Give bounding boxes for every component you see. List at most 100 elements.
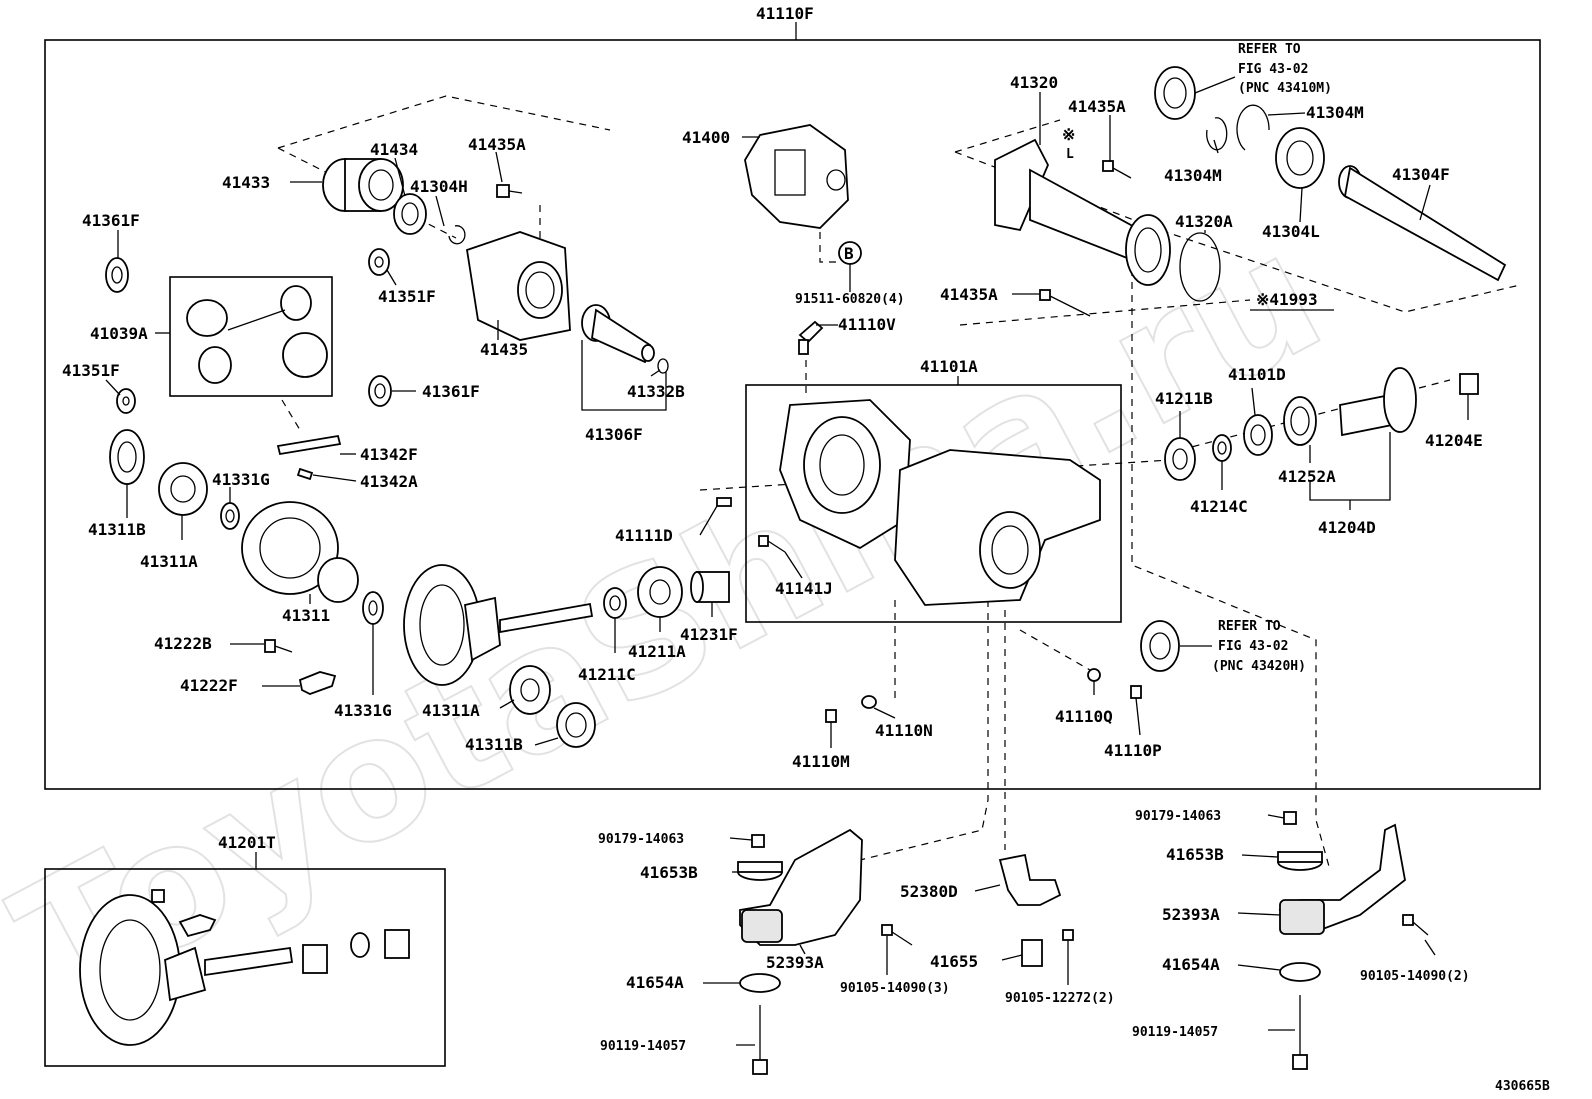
label-41435a-r2: 41435A — [940, 285, 998, 304]
label-41110m: 41110M — [792, 752, 850, 771]
part-52380d-damper — [998, 853, 1062, 906]
label-41222f: 41222F — [180, 676, 238, 695]
part-41655-collar — [1021, 939, 1043, 967]
label-90179-right: 90179-14063 — [1135, 809, 1221, 824]
part-41320a-o-ring — [1179, 232, 1221, 302]
part-41214c-washer — [1212, 434, 1232, 462]
refer-note-43420h: REFER TO FIG 43-02 (PNC 43420H) — [1212, 619, 1306, 674]
part-drive-pinion — [464, 596, 594, 662]
part-41434-needle-bearing — [393, 193, 427, 235]
part-52393a-mount-right — [1278, 823, 1406, 935]
label-41304m-1: 41304M — [1164, 166, 1222, 185]
case-subassembly-frame — [745, 384, 1122, 623]
part-front-case-half — [779, 399, 911, 550]
label-41311b-lower: 41311B — [465, 735, 523, 754]
svg-text:B: B — [844, 244, 854, 263]
l-mark: L — [1066, 147, 1074, 162]
part-41304m-snap-ring-1 — [1206, 117, 1228, 151]
label-41110q: 41110Q — [1055, 707, 1113, 726]
label-41231f: 41231F — [680, 625, 738, 644]
part-90105-12272-bolt — [1062, 929, 1074, 965]
svg-text:(PNC 43420H): (PNC 43420H) — [1212, 659, 1306, 674]
part-41039a-pinion-gears — [186, 285, 328, 384]
label-41311b-left: 41311B — [88, 520, 146, 539]
part-41435a-bolt-right2 — [1039, 289, 1091, 317]
label-41331g-lower: 41331G — [334, 701, 392, 720]
part-rear-case-half — [894, 449, 1101, 606]
part-90105-bolt-3 — [881, 924, 913, 946]
svg-text:(PNC 43410M): (PNC 43410M) — [1238, 81, 1332, 96]
label-41311: 41311 — [282, 606, 330, 625]
part-90179-nut-right — [1283, 811, 1297, 825]
part-41331g-washer-lower — [362, 591, 384, 625]
label-41211c: 41211C — [578, 665, 636, 684]
label-41653b-right: 41653B — [1166, 845, 1224, 864]
label-52393a-left: 52393A — [766, 953, 824, 972]
label-41435: 41435 — [480, 340, 528, 359]
part-41653b-cushion-right — [1277, 851, 1323, 871]
part-41351f-washer-left — [116, 388, 136, 414]
part-41222b-bolt — [264, 639, 293, 653]
part-41320-extension-housing — [994, 138, 1171, 286]
svg-text:FIG 43-02: FIG 43-02 — [1238, 62, 1308, 77]
label-41101a: 41101A — [920, 357, 978, 376]
part-41435a-bolt-right1 — [1102, 160, 1132, 179]
label-41111d: 41111D — [615, 526, 673, 545]
label-41110f: 41110F — [756, 4, 814, 23]
part-41435a-bolt-top — [496, 184, 523, 198]
label-90105-14090-3: 90105-14090(3) — [840, 981, 950, 996]
main-assembly-frame — [44, 39, 1541, 790]
part-41211a-bearing — [637, 566, 683, 618]
label-90119-left: 90119-14057 — [600, 1039, 686, 1054]
label-41311a-lower: 41311A — [422, 701, 480, 720]
label-41654a-left: 41654A — [626, 973, 684, 992]
label-41039a: 41039A — [90, 324, 148, 343]
part-41654a-cushion-right — [1279, 962, 1321, 982]
part-41342a-pin — [296, 467, 314, 481]
part-41654a-cushion-left — [739, 973, 781, 993]
label-41400: 41400 — [682, 128, 730, 147]
part-oil-seal-43420h — [1140, 620, 1180, 672]
part-90105-bolt-2 — [1402, 914, 1429, 936]
part-41201t-ring-pinion-set — [79, 889, 410, 1046]
part-41110m-plug — [825, 709, 837, 723]
label-41320: 41320 — [1010, 73, 1058, 92]
label-41204d: 41204D — [1318, 518, 1376, 537]
label-41211b: 41211B — [1155, 389, 1213, 408]
label-90105-12272: 90105-12272(2) — [1005, 991, 1115, 1006]
part-41110v-breather — [798, 320, 824, 355]
part-41311a-bearing-lower — [509, 665, 551, 715]
part-41211c-washer — [603, 587, 627, 619]
part-41110n-gasket — [861, 695, 877, 709]
label-41214c: 41214C — [1190, 497, 1248, 516]
part-41304f-output-shaft — [1338, 165, 1507, 282]
label-41434: 41434 — [370, 140, 418, 159]
part-90119-bolt-right — [1292, 995, 1308, 1070]
label-41304m-2: 41304M — [1306, 103, 1364, 122]
part-41435-housing — [465, 231, 571, 341]
leader-lines — [105, 76, 1469, 1046]
part-90179-nut-left — [751, 834, 765, 848]
svg-text:FIG 43-02: FIG 43-02 — [1218, 639, 1288, 654]
part-90119-bolt-left — [752, 1005, 768, 1075]
part-41361f-washer-mid — [368, 375, 392, 407]
label-41306f: 41306F — [585, 425, 643, 444]
ring-pinion-frame — [44, 868, 446, 1067]
part-41211b-bearing — [1164, 437, 1196, 481]
label-41331g-upper: 41331G — [212, 470, 270, 489]
label-41110p: 41110P — [1104, 741, 1162, 760]
part-41306f-pinion-shaft — [581, 304, 669, 374]
part-41204e-nut — [1459, 373, 1479, 395]
part-41433-sleeve — [322, 158, 404, 212]
label-41435a-r1: 41435A — [1068, 97, 1126, 116]
part-41304h-snap-ring — [448, 225, 466, 245]
label-41351f-left: 41351F — [62, 361, 120, 380]
label-41654a-right: 41654A — [1162, 955, 1220, 974]
label-41653b-left: 41653B — [640, 863, 698, 882]
label-41211a: 41211A — [628, 642, 686, 661]
label-41252a: 41252A — [1278, 467, 1336, 486]
figure-code: 430665B — [1495, 1079, 1550, 1094]
label-41433: 41433 — [222, 173, 270, 192]
part-41222f-lock-plate — [298, 671, 337, 695]
